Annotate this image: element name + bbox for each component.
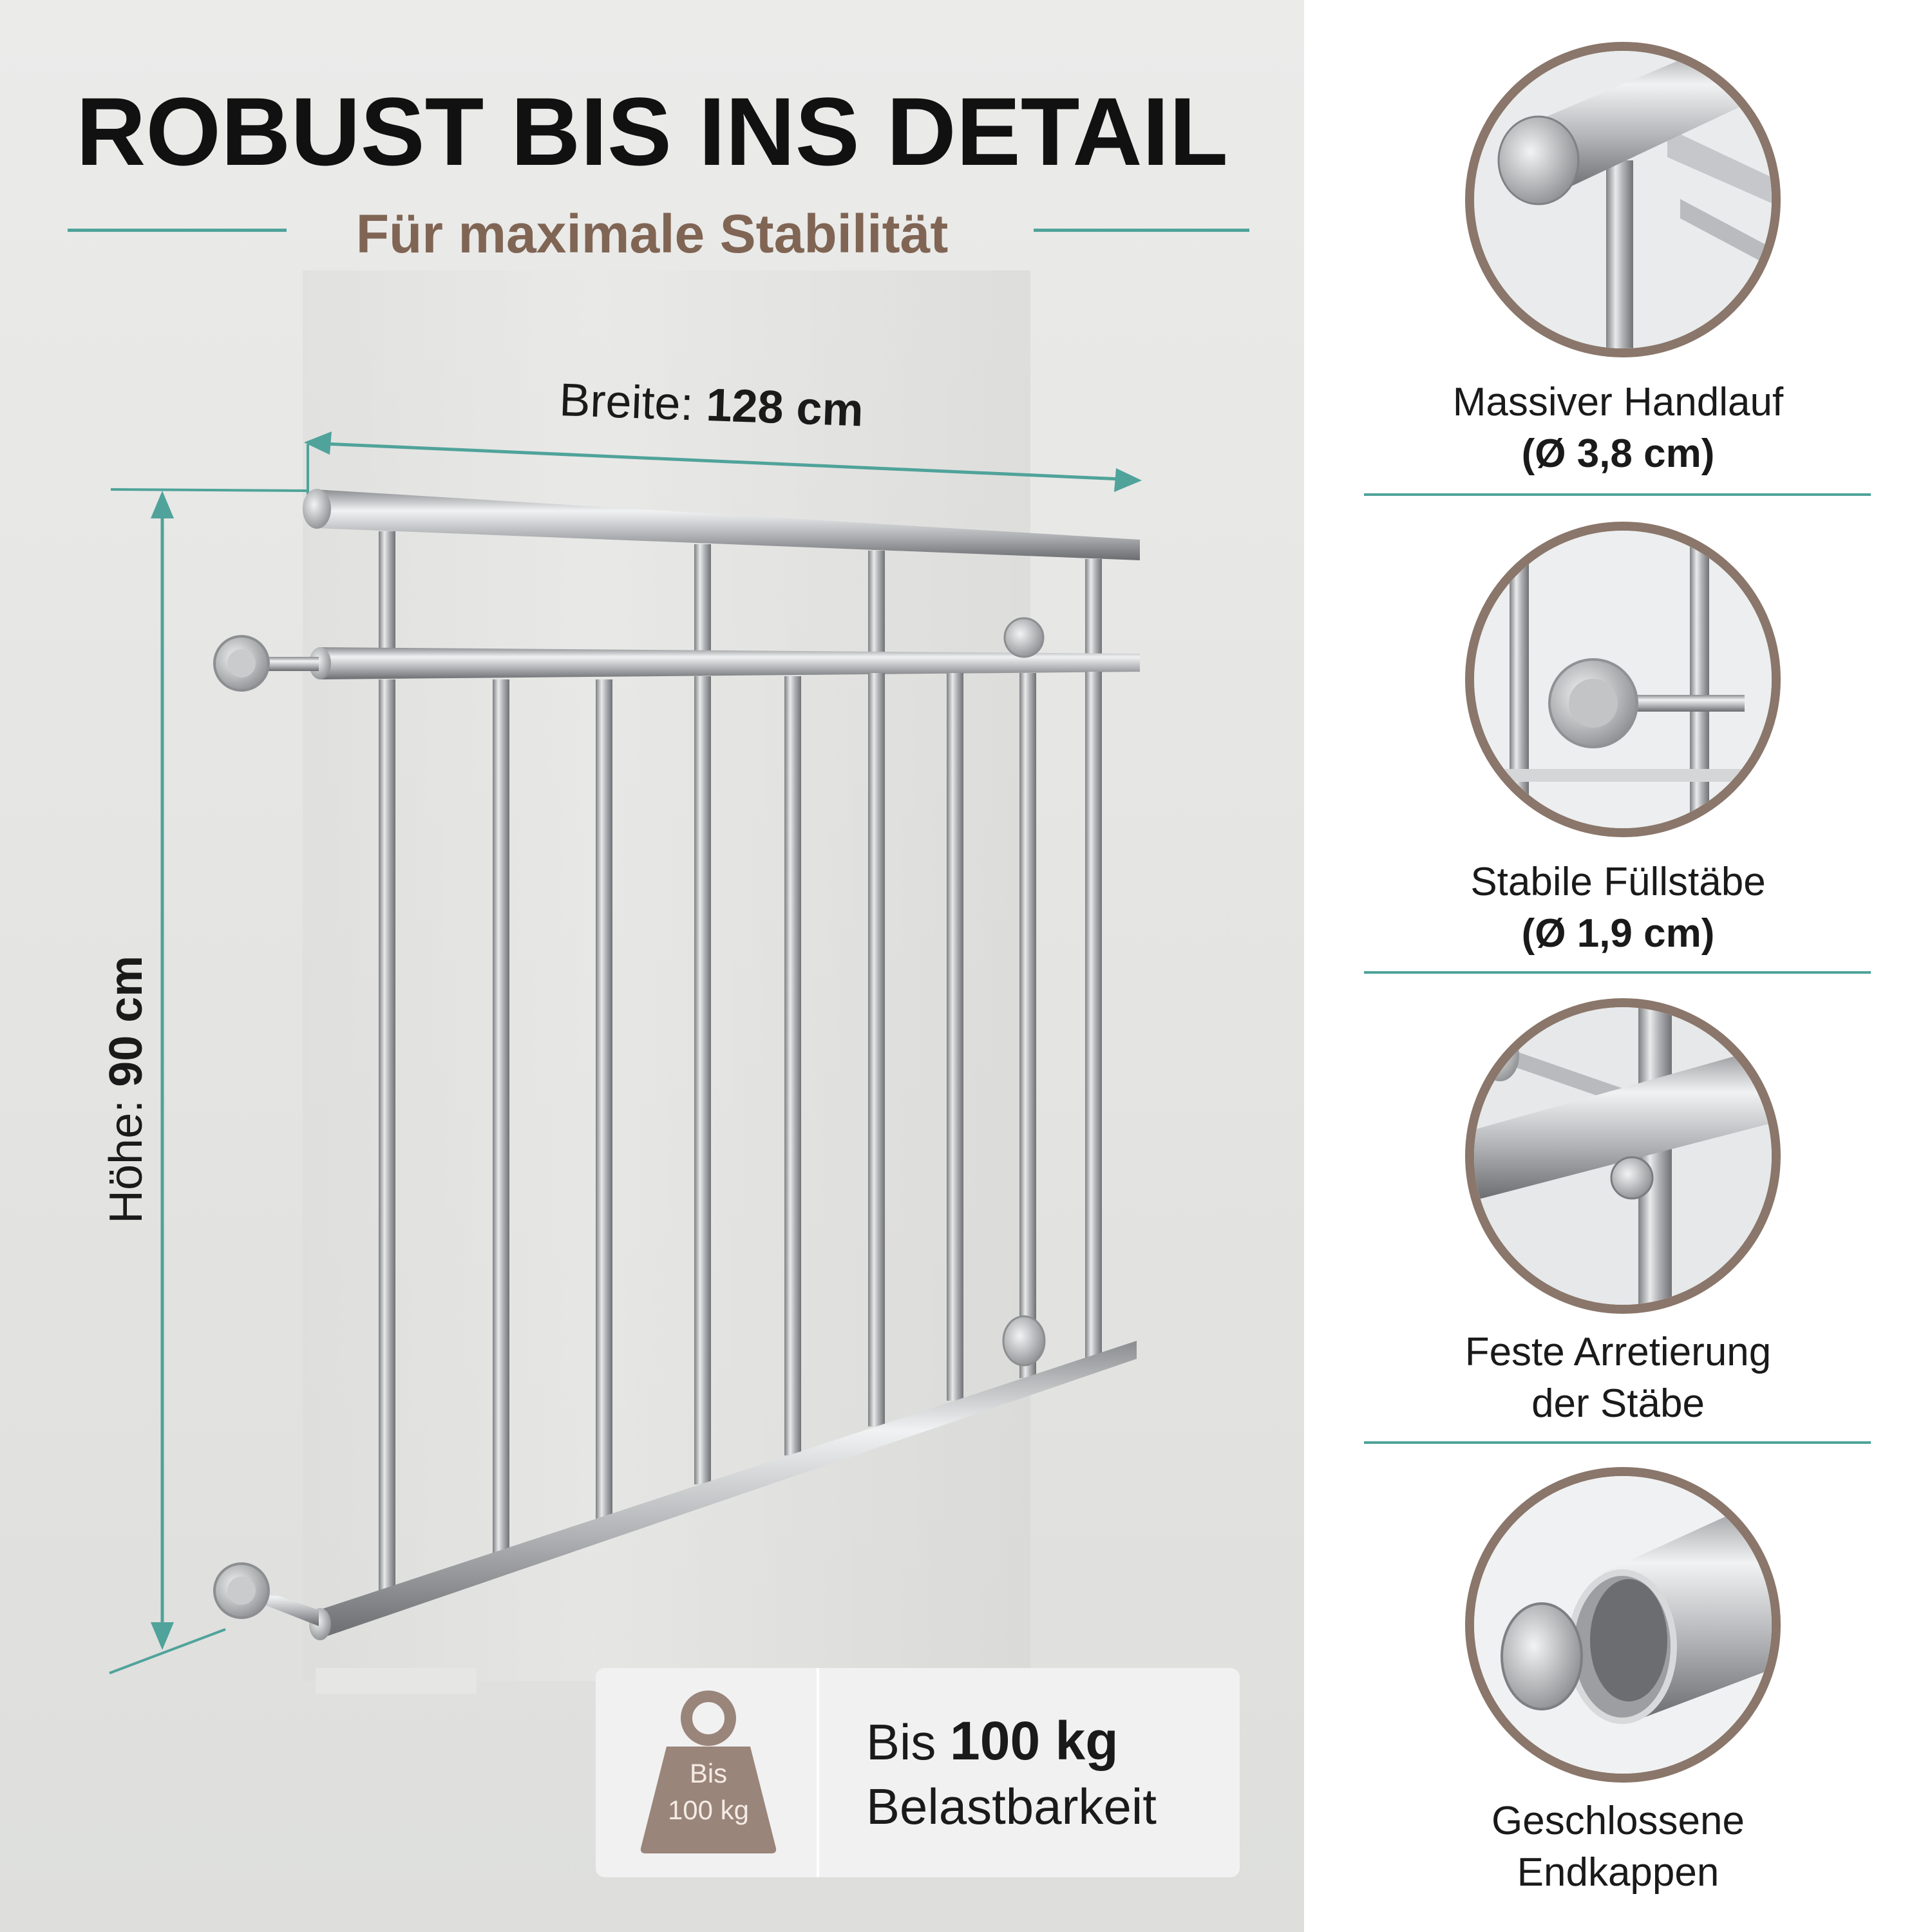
feature-detail: Endkappen bbox=[1517, 1850, 1719, 1895]
wall-mount-icon bbox=[1465, 522, 1781, 837]
weight-icon-text-1: Bis bbox=[689, 1758, 728, 1788]
feature-title: Feste Arretierung bbox=[1464, 1330, 1772, 1374]
load-box-divider bbox=[817, 1668, 819, 1877]
page-subtitle: Für maximale Stabilität bbox=[355, 204, 949, 264]
feature-detail: der Stäbe bbox=[1531, 1381, 1705, 1426]
subtitle-divider-right bbox=[1034, 229, 1249, 232]
top-handrail bbox=[303, 489, 1140, 560]
lower-bars bbox=[379, 672, 1102, 1594]
width-label: Breite: bbox=[558, 374, 694, 431]
middle-rail bbox=[213, 635, 1140, 692]
load-capacity-label: Belastbarkeit bbox=[866, 1778, 1157, 1835]
feature-handrail: Massiver Handlauf (Ø 3,8 cm) bbox=[1304, 42, 1932, 493]
weight-icon bbox=[640, 1690, 777, 1853]
width-value: 128 cm bbox=[705, 379, 864, 437]
feature-separator bbox=[1364, 1441, 1871, 1444]
feature-separator bbox=[1364, 493, 1871, 496]
window-sill bbox=[316, 1668, 477, 1694]
feature-detail: (Ø 3,8 cm) bbox=[1521, 431, 1715, 476]
weight-icon-text-2: 100 kg bbox=[667, 1795, 750, 1825]
feature-title: Massiver Handlauf bbox=[1452, 380, 1784, 424]
screw-lock-icon bbox=[1465, 998, 1781, 1314]
feature-title: Geschlossene bbox=[1492, 1799, 1745, 1843]
bottom-rail bbox=[213, 617, 1137, 1640]
height-dimension: Höhe: 90 cm bbox=[100, 956, 153, 1224]
feature-detail: (Ø 1,9 cm) bbox=[1521, 911, 1715, 956]
handrail-end-icon bbox=[1465, 42, 1781, 357]
upper-bars bbox=[379, 531, 1102, 668]
subtitle-divider-left bbox=[68, 229, 287, 232]
height-label: Höhe: bbox=[100, 1099, 152, 1224]
feature-title: Stabile Füllstäbe bbox=[1470, 860, 1766, 904]
feature-bars: Stabile Füllstäbe (Ø 1,9 cm) bbox=[1304, 522, 1932, 972]
page-title: ROBUST BIS INS DETAIL bbox=[76, 77, 1228, 185]
railing-illustration bbox=[109, 431, 1142, 1694]
width-arrow bbox=[304, 431, 1142, 492]
width-dimension: Breite: 128 cm bbox=[558, 374, 864, 437]
end-cap-icon bbox=[1465, 1467, 1781, 1783]
load-prefix: Bis bbox=[866, 1714, 936, 1770]
height-value: 90 cm bbox=[100, 955, 152, 1087]
load-capacity-value: Bis 100 kg bbox=[866, 1710, 1119, 1772]
feature-lock: Feste Arretierung der Stäbe bbox=[1304, 998, 1932, 1449]
feature-separator bbox=[1364, 971, 1871, 974]
height-arrow bbox=[109, 488, 310, 1674]
feature-endcaps: Geschlossene Endkappen bbox=[1304, 1467, 1932, 1918]
load-value: 100 kg bbox=[950, 1710, 1119, 1771]
